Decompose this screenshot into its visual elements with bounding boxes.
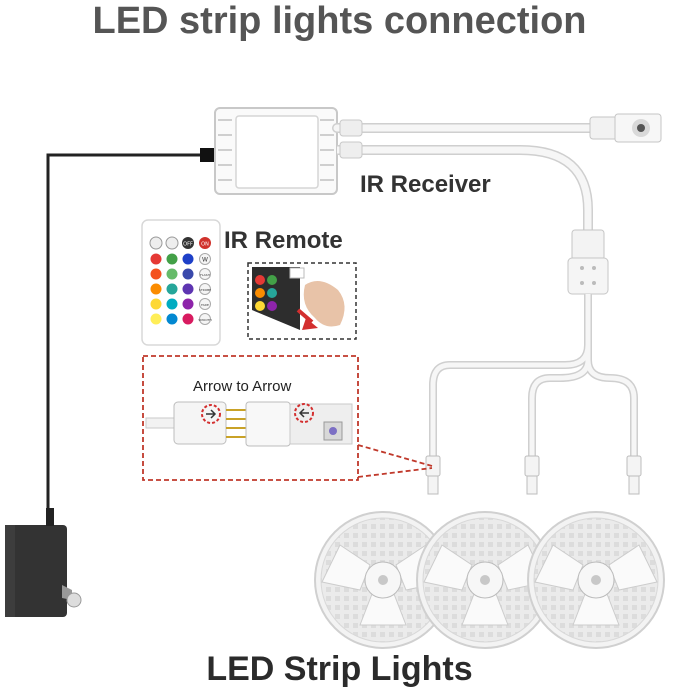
output-cable — [337, 141, 593, 235]
battery-tab-inset — [247, 262, 357, 340]
branch-cables — [429, 294, 638, 460]
remote-fade-label: FADE — [201, 303, 209, 307]
dc-cable — [332, 119, 600, 137]
branch-connector-2 — [524, 455, 540, 495]
ir-receiver-label: IR Receiver — [360, 171, 491, 198]
remote-smooth-label: SMOOTH — [198, 318, 211, 322]
remote-w-label: W — [202, 257, 208, 264]
connector-detail-box — [142, 355, 433, 481]
dc-jack — [589, 113, 662, 143]
arrow-to-arrow-label: Arrow to Arrow — [193, 378, 292, 395]
branch-connector-1 — [425, 455, 441, 495]
splitter-connector — [567, 229, 609, 295]
power-adapter — [5, 508, 82, 617]
led-reel-2 — [416, 511, 554, 649]
ir-remote-label: IR Remote — [224, 227, 343, 254]
remote-on-label: ON — [201, 242, 209, 248]
remote-button-labels: OFF ON W FLASH STROBE FADE SMOOTH — [183, 242, 212, 323]
ir-receiver-box — [214, 107, 338, 195]
branch-connector-3 — [626, 455, 642, 495]
connector-detail — [145, 401, 353, 447]
remote-flash-label: FLASH — [200, 273, 210, 277]
ir-remote — [141, 219, 221, 346]
remote-strobe-label: STROBE — [199, 288, 211, 292]
led-reel-1 — [314, 511, 452, 649]
remote-off-label: OFF — [183, 242, 193, 248]
led-reel-3 — [527, 511, 665, 649]
led-strip-lights-label: LED Strip Lights — [206, 650, 473, 688]
page-title: LED strip lights connection — [92, 0, 587, 42]
